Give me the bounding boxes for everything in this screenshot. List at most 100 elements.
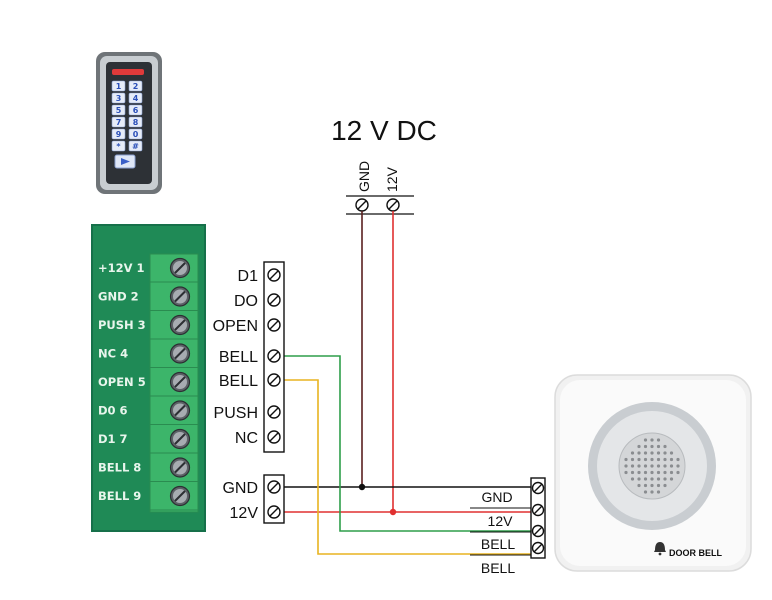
doorbell-brand-label: DOOR BELL — [669, 548, 723, 558]
strip-screw-icon — [267, 405, 281, 419]
keypad-key: 1 — [111, 80, 126, 92]
keypad-key-label: 2 — [133, 82, 139, 91]
strip-screw-icon — [267, 318, 281, 332]
strip-terminal-label: BELL — [219, 373, 258, 390]
pcb-pin-label: BELL 8 — [98, 461, 141, 475]
strip-screw-icon — [267, 480, 281, 494]
strip-terminal: OPEN — [213, 318, 281, 335]
supply-gnd-screw-icon — [355, 198, 369, 212]
pcb-screw-icon — [169, 314, 191, 336]
keypad-key: 4 — [128, 92, 143, 104]
keypad-key: 5 — [111, 104, 126, 116]
doorbell-terminal-strip: GND 12V BELL BELL — [470, 477, 546, 576]
supply-gnd-label: GND — [356, 161, 372, 192]
bell-terminal-block — [530, 477, 546, 559]
pcb-outline — [91, 224, 206, 532]
strip-terminal: BELL — [219, 373, 281, 390]
keypad-key-label: 8 — [133, 118, 139, 127]
pcb-pin: GND 2 — [98, 286, 198, 311]
strip-terminal-label: GND — [222, 480, 258, 497]
keypad-key-label: 1 — [116, 82, 122, 91]
pcb-screw-icon — [169, 286, 191, 307]
bell-icon — [654, 542, 666, 556]
speaker-grille-icon — [624, 438, 680, 494]
keypad-key: 7 — [111, 116, 126, 128]
pcb-pin-label: BELL 9 — [98, 489, 141, 503]
pcb-screw-icon — [169, 371, 191, 393]
pcb-pin: NC 4 — [98, 343, 198, 368]
12v-junction-dot — [389, 508, 397, 516]
strip-terminal-label: PUSH — [214, 405, 258, 422]
pcb-pin-label: D0 6 — [98, 404, 128, 418]
controller-board: +12V 1 GND 2 PUSH 3 NC 4 OPEN 5 D0 6 D1 7 BELL … — [91, 224, 206, 532]
keypad-key: * — [111, 140, 126, 152]
bell-term-gnd-label: GND — [481, 489, 512, 505]
bell-screw-icon — [531, 524, 545, 538]
pcb-pin: BELL 9 — [98, 485, 198, 511]
bell-screw-icon — [531, 541, 545, 555]
strip-terminal: GND — [222, 480, 281, 497]
pcb-pin: +12V 1 — [98, 257, 198, 283]
strip-screw-icon — [267, 430, 281, 444]
pcb-pin: BELL 8 — [98, 457, 198, 482]
bell-term-12v-label: 12V — [488, 513, 514, 529]
pcb-screw-icon — [169, 257, 191, 279]
pcb-pin-label: PUSH 3 — [98, 318, 146, 332]
keypad-key-label: 3 — [116, 94, 122, 103]
pcb-pin-label: OPEN 5 — [98, 375, 146, 389]
keypad-key: # — [128, 140, 143, 152]
bell-key-icon — [121, 158, 130, 165]
pcb-pin: D1 7 — [98, 428, 198, 454]
supply-12v-label: 12V — [384, 166, 400, 192]
pcb-screw-icon — [169, 457, 191, 478]
keypad-led-bar — [112, 69, 144, 75]
strip-screw-icon — [267, 293, 281, 307]
pcb-pin-label: GND 2 — [98, 290, 139, 304]
pcb-pin: D0 6 — [98, 400, 198, 425]
keypad-key: 2 — [128, 80, 143, 92]
power-supply: 12 V DC GND 12V — [331, 115, 437, 215]
wire-bell-yellow — [277, 379, 531, 555]
bell-term-bell1-label: BELL — [481, 536, 515, 552]
wires — [277, 211, 531, 555]
bell-terminal-screws — [531, 481, 545, 555]
strip-terminal-label: D1 — [238, 268, 259, 285]
strip-terminal: NC — [235, 430, 281, 447]
strip-terminal-label: NC — [235, 430, 258, 447]
bell-term-bell2-label: BELL — [481, 560, 515, 576]
pcb-screw-icon — [169, 485, 191, 507]
keypad-key: 0 — [128, 128, 143, 140]
bell-screw-icon — [531, 503, 545, 517]
strip-terminal: BELL — [219, 349, 281, 366]
strip-terminal: PUSH — [214, 405, 281, 422]
pcb-screw-icon — [169, 343, 191, 364]
pcb-pin: OPEN 5 — [98, 371, 198, 397]
pcb-pin-label: D1 7 — [98, 432, 128, 446]
bell-screw-icon — [531, 481, 545, 495]
keypad-key-label: * — [116, 142, 121, 151]
keypad-key-label: 0 — [133, 130, 139, 139]
strip-terminal-label: BELL — [219, 349, 258, 366]
pcb-screw-icon — [169, 428, 191, 450]
door-bell: DOOR BELL — [554, 374, 752, 572]
pcb-pin-label: +12V 1 — [98, 261, 145, 275]
strip-screw-icon — [267, 505, 281, 519]
pcb-pins: +12V 1 GND 2 PUSH 3 NC 4 OPEN 5 D0 6 D1 7 BELL … — [98, 257, 198, 511]
keypad-key-label: 7 — [116, 118, 122, 127]
strip-screw-icon — [267, 373, 281, 387]
keypad-key: 3 — [111, 92, 126, 104]
strip-terminal-label: 12V — [230, 505, 259, 522]
keypad-key-label: # — [132, 142, 139, 151]
supply-12v-screw-icon — [386, 198, 400, 212]
keypad-key: 6 — [128, 104, 143, 116]
strip-screw-icon — [267, 268, 281, 282]
power-supply-title: 12 V DC — [331, 115, 437, 146]
strip-screw-icon — [267, 349, 281, 363]
strip-terminal-label: OPEN — [213, 318, 258, 335]
pcb-screw-icon — [169, 400, 191, 421]
